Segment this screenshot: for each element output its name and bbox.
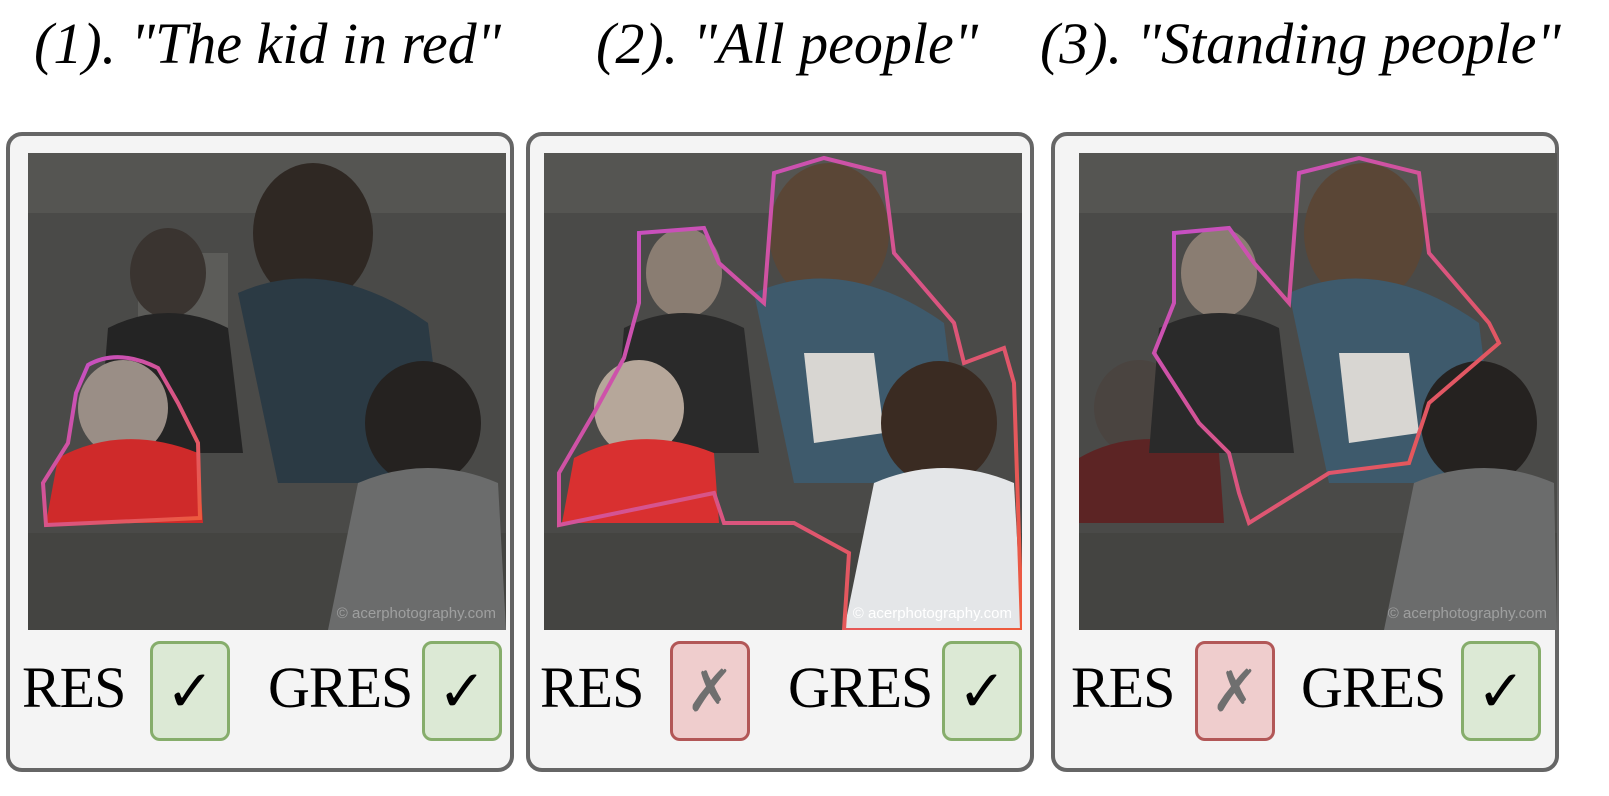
res-cross-icon: ✗ [670,641,750,741]
example-panel-2: © acerphotography.com RES ✗ GRES ✓ [526,132,1034,772]
example-panel-1: © acerphotography.com RES ✓ GRES ✓ [6,132,514,772]
watermark: © acerphotography.com [852,605,1012,622]
watermark: © acerphotography.com [336,605,496,622]
gres-check-icon: ✓ [942,641,1022,741]
res-label: RES [1071,655,1175,720]
caption-2: (2). "All people" [596,11,979,76]
mask-outline [40,355,203,528]
watermark: © acerphotography.com [1387,605,1547,622]
res-cross-icon: ✗ [1195,641,1275,741]
scene-image: © acerphotography.com [28,153,506,630]
mask-outline [557,155,1022,630]
gres-label: GRES [268,655,413,720]
res-label: RES [22,655,126,720]
gres-check-icon: ✓ [422,641,502,741]
mask-outline [1151,155,1502,527]
gres-label: GRES [1301,655,1446,720]
scene-image: © acerphotography.com [544,153,1022,630]
res-check-icon: ✓ [150,641,230,741]
gres-label: GRES [788,655,933,720]
gres-check-icon: ✓ [1461,641,1541,741]
caption-1: (1). "The kid in red" [34,11,501,76]
example-panel-3: © acerphotography.com RES ✗ GRES ✓ [1051,132,1559,772]
res-label: RES [540,655,644,720]
caption-3: (3). "Standing people" [1040,11,1561,76]
scene-image: © acerphotography.com [1079,153,1557,630]
